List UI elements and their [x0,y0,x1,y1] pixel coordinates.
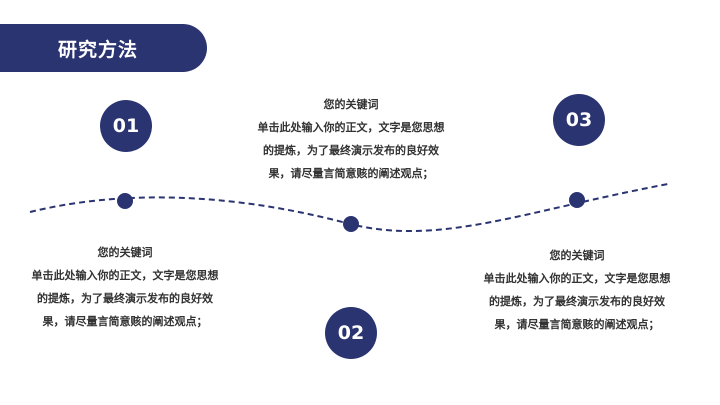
point-block-02: 您的关键词 单击此处输入你的正文，文字是您思想的提炼，为了最终演示发布的良好效果… [256,93,446,185]
point-body: 单击此处输入你的正文，文字是您思想的提炼，为了最终演示发布的良好效果，请尽量言简… [31,269,219,328]
timeline-dot-3 [569,192,585,208]
point-block-01: 您的关键词 单击此处输入你的正文，文字是您思想的提炼，为了最终演示发布的良好效果… [30,241,220,333]
point-body: 单击此处输入你的正文，文字是您思想的提炼，为了最终演示发布的良好效果，请尽量言简… [257,121,445,180]
timeline-dot-1 [117,193,133,209]
step-number-02: 02 [325,307,377,359]
point-block-03: 您的关键词 单击此处输入你的正文，文字是您思想的提炼，为了最终演示发布的良好效果… [482,244,672,336]
point-keyword: 您的关键词 [97,246,153,259]
step-number-03: 03 [553,94,605,146]
step-number-01: 01 [100,100,152,152]
timeline-dot-2 [343,216,359,232]
section-title: 研究方法 [0,24,207,72]
point-keyword: 您的关键词 [323,98,379,111]
point-keyword: 您的关键词 [549,249,605,262]
point-body: 单击此处输入你的正文，文字是您思想的提炼，为了最终演示发布的良好效果，请尽量言简… [483,272,671,331]
